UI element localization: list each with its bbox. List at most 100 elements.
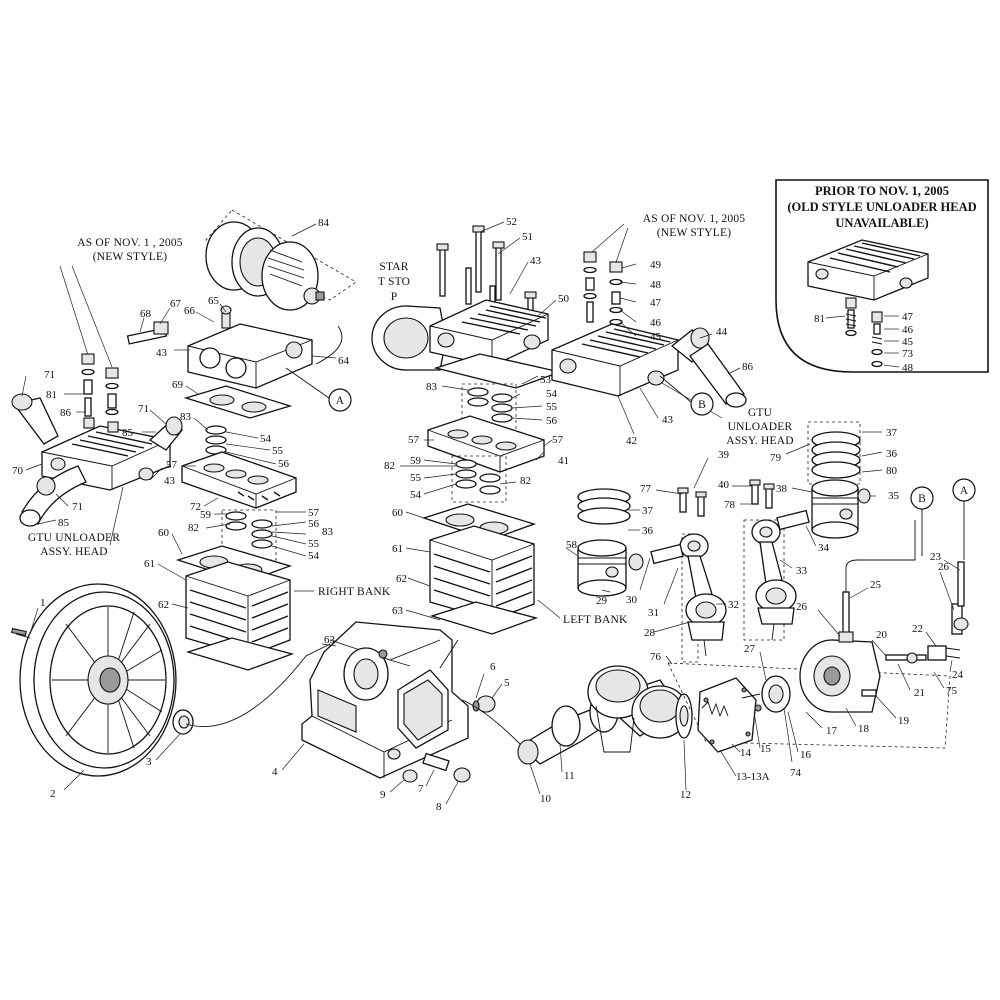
svg-text:P: P <box>391 291 398 303</box>
pn-83-a: 83 <box>180 411 192 423</box>
intake-elbow-left <box>19 465 87 527</box>
callout-circle-b-pump: B <box>910 486 934 556</box>
pn-22: 22 <box>912 623 923 635</box>
pn-71-c: 71 <box>72 501 83 513</box>
part-number-callouts: 1 2 3 4 5 6 7 8 9 10 11 12 13-13A 14 15 … <box>12 216 964 813</box>
pn-20: 20 <box>876 629 888 641</box>
pn-12: 12 <box>680 789 691 801</box>
pn-55-a: 55 <box>272 445 284 457</box>
pn-43-d: 43 <box>662 414 674 426</box>
head-plate-64 <box>126 305 313 389</box>
pn-13-13a: 13-13A <box>736 771 770 783</box>
pn-26-left: 26 <box>796 601 808 613</box>
pn-62-b: 62 <box>396 573 407 585</box>
pn-30: 30 <box>626 594 638 606</box>
svg-text:T STO: T STO <box>378 276 410 288</box>
pn-61-a: 61 <box>144 558 155 570</box>
caption-right-bank: RIGHT BANK <box>294 586 391 598</box>
svg-text:B: B <box>698 399 706 411</box>
pn-37-left: 37 <box>642 505 654 517</box>
piston-right <box>807 421 871 539</box>
callout-circle-a-pump: A <box>952 478 976 560</box>
pn-56-a: 56 <box>278 458 290 470</box>
svg-text:GTU UNLOADER: GTU UNLOADER <box>28 532 120 544</box>
end-cover-gasket <box>697 677 757 753</box>
pn-72: 72 <box>190 501 201 513</box>
caption-new-style-right: AS OF NOV. 1, 2005 (NEW STYLE) <box>591 213 745 263</box>
pn-41: 41 <box>558 455 569 467</box>
crankcase <box>301 621 469 779</box>
pn-24: 24 <box>952 669 964 681</box>
caption-new-style-left: AS OF NOV. 1 , 2005 (NEW STYLE) <box>59 237 183 368</box>
pn-50: 50 <box>558 293 570 305</box>
pn-43-b: 43 <box>164 475 176 487</box>
pn-57-b: 57 <box>308 507 320 519</box>
pn-57-c2: 57 <box>552 434 564 446</box>
pn-15: 15 <box>760 743 772 755</box>
svg-text:A: A <box>960 485 969 497</box>
pn-35: 35 <box>888 490 900 502</box>
pn-66: 66 <box>184 305 196 317</box>
pn-80: 80 <box>886 465 898 477</box>
valve-rings-left-lower <box>221 509 277 561</box>
svg-text:(NEW STYLE): (NEW STYLE) <box>93 251 168 263</box>
inset-callout-47: 47 <box>902 311 914 323</box>
pn-63-b: 63 <box>392 605 404 617</box>
pn-82-b: 82 <box>384 460 395 472</box>
pn-32: 32 <box>728 599 739 611</box>
pn-79: 79 <box>770 452 782 464</box>
pn-58: 58 <box>566 539 578 551</box>
pn-45: 45 <box>650 331 662 343</box>
pn-18: 18 <box>858 723 870 735</box>
svg-text:(NEW STYLE): (NEW STYLE) <box>657 227 732 239</box>
pn-25: 25 <box>870 579 882 591</box>
wrist-pins <box>628 509 810 571</box>
pn-2: 2 <box>50 788 56 800</box>
oil-pump-rotor <box>741 675 791 713</box>
svg-text:AS OF NOV. 1, 2005: AS OF NOV. 1, 2005 <box>643 213 745 225</box>
head-gasket-69 <box>183 385 293 419</box>
pn-83-c: 83 <box>426 381 438 393</box>
air-filter-outline <box>205 209 357 301</box>
inset-callout-45: 45 <box>902 336 914 348</box>
pn-69: 69 <box>172 379 184 391</box>
pn-27: 27 <box>744 643 756 655</box>
center-valve-rings-upper <box>461 383 517 433</box>
pn-43-a: 43 <box>156 347 168 359</box>
old-style-inset: PRIOR TO NOV. 1, 2005 (OLD STYLE UNLOADE… <box>775 179 989 374</box>
pn-3: 3 <box>146 756 152 768</box>
pn-67: 67 <box>170 298 182 310</box>
drain-plugs <box>387 695 496 783</box>
svg-text:ASSY. HEAD: ASSY. HEAD <box>726 435 794 447</box>
rod-left-outline <box>681 533 699 663</box>
pn-59-a: 59 <box>200 509 212 521</box>
shaft-key <box>11 627 27 637</box>
pn-54-b: 54 <box>308 550 320 562</box>
pn-21: 21 <box>914 687 925 699</box>
oil-pump-housing <box>799 639 881 713</box>
oil-level-sight <box>885 561 969 664</box>
pn-75: 75 <box>946 685 958 697</box>
pn-65: 65 <box>208 295 220 307</box>
pn-39: 39 <box>718 449 730 461</box>
inset-title-line3: UNAVAILABLE) <box>835 216 928 230</box>
svg-text:ASSY. HEAD: ASSY. HEAD <box>40 546 108 558</box>
pn-62-a: 62 <box>158 599 169 611</box>
pn-46: 46 <box>650 317 662 329</box>
pn-76: 76 <box>650 651 662 663</box>
pn-84: 84 <box>318 217 330 229</box>
pn-49: 49 <box>650 259 662 271</box>
hose-line-left <box>185 643 331 728</box>
hose-line-center <box>439 639 521 745</box>
svg-text:STAR: STAR <box>379 261 408 273</box>
pn-85-b: 85 <box>58 517 70 529</box>
air-filter <box>205 221 325 311</box>
pn-61-b: 61 <box>392 543 403 555</box>
pn-26-right: 26 <box>938 561 950 573</box>
center-valve-plate <box>427 415 545 473</box>
pn-57-c: 57 <box>408 434 420 446</box>
pn-83-b: 83 <box>322 526 334 538</box>
inset-callout-48: 48 <box>902 362 914 374</box>
